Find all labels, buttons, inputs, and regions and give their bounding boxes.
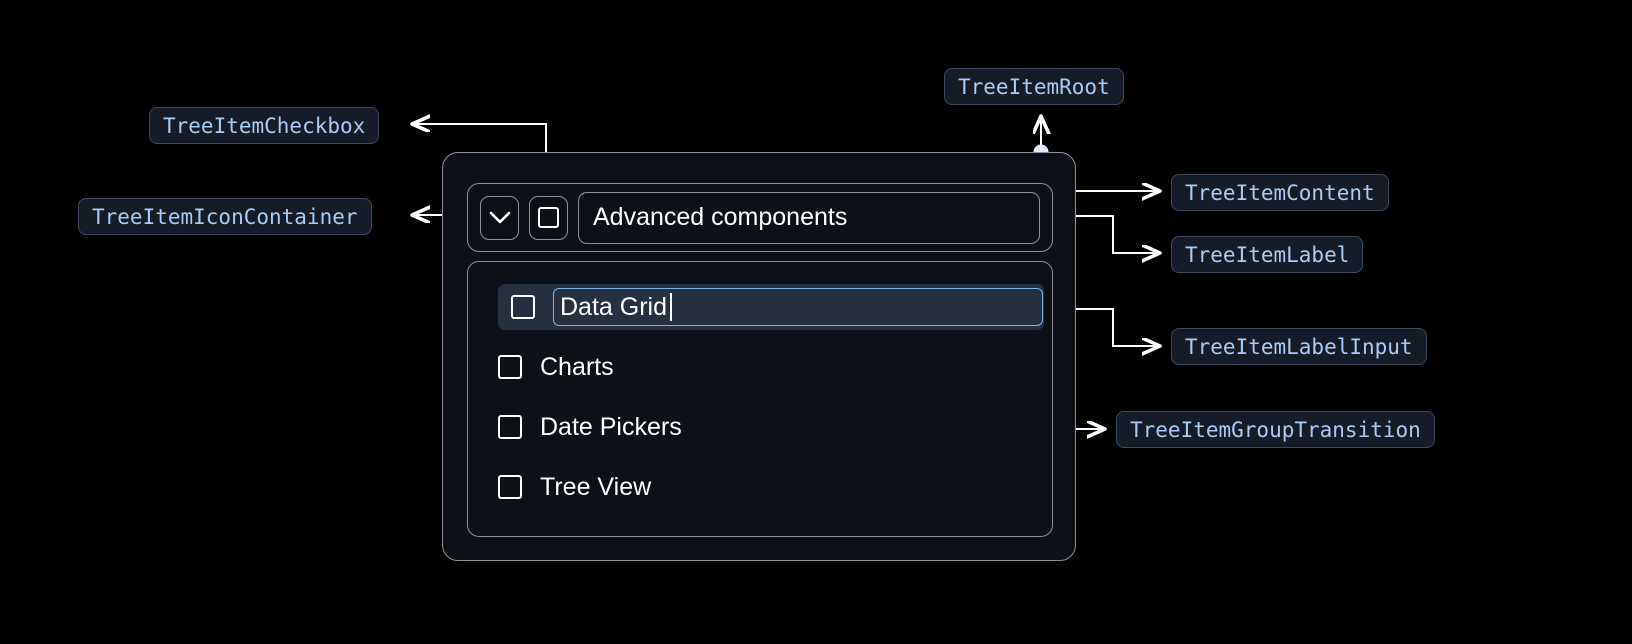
tree-item-child-date-pickers[interactable]: Date Pickers bbox=[468, 404, 1052, 450]
text-caret bbox=[669, 293, 672, 321]
tree-item-label-input[interactable]: Data Grid bbox=[553, 288, 1043, 326]
tree-item-label: Charts bbox=[540, 352, 614, 381]
annotation-badge-tree-item-group-transition: TreeItemGroupTransition bbox=[1116, 411, 1435, 448]
tree-item-child-data-grid[interactable]: Data Grid bbox=[498, 284, 1044, 330]
checkbox-unchecked-icon bbox=[538, 207, 559, 228]
tree-item-label-input-value: Data Grid bbox=[560, 292, 667, 321]
tree-item-icon-container[interactable] bbox=[480, 195, 519, 240]
checkbox-unchecked-icon[interactable] bbox=[498, 355, 522, 379]
annotation-badge-tree-item-content: TreeItemContent bbox=[1171, 174, 1389, 211]
annotation-badge-tree-item-label-input: TreeItemLabelInput bbox=[1171, 328, 1427, 365]
tree-item-label: Date Pickers bbox=[540, 412, 682, 441]
checkbox-unchecked-icon[interactable] bbox=[511, 295, 535, 319]
tree-item-content[interactable]: Advanced components bbox=[467, 183, 1053, 252]
tree-item-root[interactable]: Advanced components Data Grid Charts Dat… bbox=[442, 152, 1076, 561]
tree-item-label-text: Advanced components bbox=[593, 203, 848, 231]
chevron-down-icon bbox=[489, 211, 510, 223]
checkbox-unchecked-icon[interactable] bbox=[498, 415, 522, 439]
tree-item-label: Tree View bbox=[540, 472, 652, 501]
annotation-badge-tree-item-root: TreeItemRoot bbox=[944, 68, 1124, 105]
checkbox-unchecked-icon[interactable] bbox=[498, 475, 522, 499]
annotation-badge-tree-item-label: TreeItemLabel bbox=[1171, 236, 1364, 273]
tree-item-group-transition: Data Grid Charts Date Pickers Tree View bbox=[467, 261, 1053, 537]
tree-item-label[interactable]: Advanced components bbox=[578, 191, 1040, 244]
annotation-badge-tree-item-icon-container: TreeItemIconContainer bbox=[78, 198, 372, 235]
tree-item-checkbox[interactable] bbox=[529, 195, 568, 240]
annotation-badge-tree-item-checkbox: TreeItemCheckbox bbox=[149, 107, 380, 144]
tree-item-child-tree-view[interactable]: Tree View bbox=[468, 464, 1052, 510]
tree-item-child-charts[interactable]: Charts bbox=[468, 344, 1052, 390]
